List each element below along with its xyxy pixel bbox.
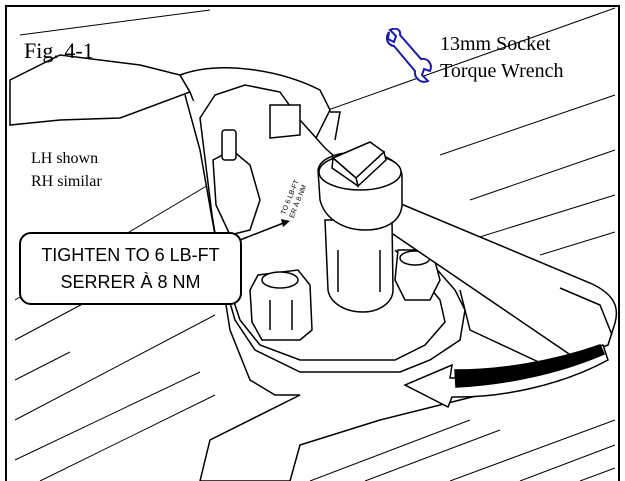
callout-leader [239,221,287,241]
note-rh-similar: RH similar [31,173,102,190]
note-lh-shown: LH shown [31,150,99,167]
figure-label: Fig. 4-1 [24,38,94,63]
callout-arrowhead [281,219,290,227]
wrench-icon [385,28,432,83]
tool-line-socket: 13mm Socket [440,33,551,55]
tool-line-wrench: Torque Wrench [440,60,564,82]
rotation-arrow [403,343,609,409]
torque-callout: TIGHTEN TO 6 LB-FT SERRER À 8 NM [19,232,242,305]
callout-line-french: SERRER À 8 NM [60,272,201,292]
figure-frame [5,5,620,481]
torque-wrench-illustration [317,141,618,359]
callout-line-english: TIGHTEN TO 6 LB-FT [41,245,220,265]
